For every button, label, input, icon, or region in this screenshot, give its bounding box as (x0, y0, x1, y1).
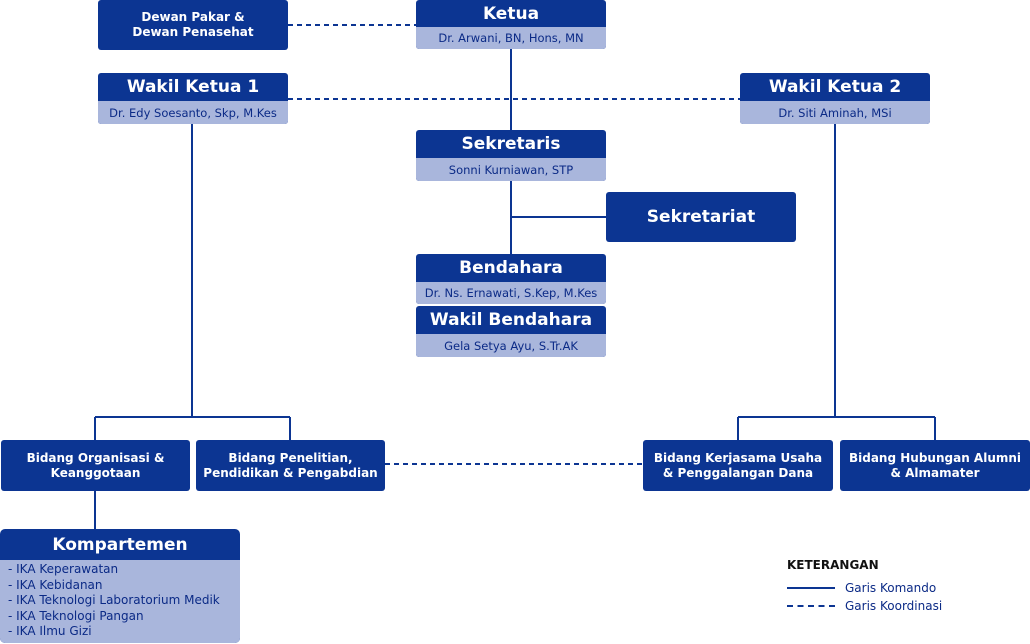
wakil1-name: Dr. Edy Soesanto, Skp, M.Kes (98, 101, 288, 124)
sekretariat-box: Sekretariat (606, 192, 796, 242)
kompartemen-item: - IKA Ilmu Gizi (8, 624, 92, 639)
bidang-penelitian-box: Bidang Penelitian, Pendidikan & Pengabdi… (196, 440, 385, 491)
solid-line-swatch (787, 587, 835, 589)
bidang-4-line2: & Almamater (890, 465, 980, 480)
kompartemen-item: - IKA Teknologi Pangan (8, 608, 144, 623)
dewan-box: Dewan Pakar & Dewan Penasehat (98, 0, 288, 50)
bidang-1-line2: Keanggotaan (50, 465, 141, 480)
bendahara-box: Bendahara Dr. Ns. Ernawati, S.Kep, M.Kes (416, 254, 606, 304)
kompartemen-list: - IKA Keperawatan - IKA Kebidanan - IKA … (0, 560, 240, 643)
bidang-2-line2: Pendidikan & Pengabdian (203, 465, 378, 480)
wakil1-title: Wakil Ketua 1 (126, 77, 260, 97)
wakil1-box: Wakil Ketua 1 Dr. Edy Soesanto, Skp, M.K… (98, 73, 288, 124)
kompartemen-item: - IKA Keperawatan (8, 562, 119, 576)
wakil-bendahara-box: Wakil Bendahara Gela Setya Ayu, S.Tr.AK (416, 306, 606, 357)
bidang-organisasi-box: Bidang Organisasi & Keanggotaan (1, 440, 190, 491)
legend-komando-label: Garis Komando (845, 581, 937, 595)
kompartemen-item: - IKA Teknologi Laboratorium Medik (8, 593, 220, 608)
bendahara-title: Bendahara (459, 258, 563, 278)
wakil-bendahara-title: Wakil Bendahara (429, 310, 593, 330)
bidang-3-line1: Bidang Kerjasama Usaha (653, 450, 823, 465)
wakil2-name: Dr. Siti Aminah, MSi (740, 101, 930, 124)
kompartemen-title: Kompartemen (52, 534, 188, 555)
legend-koordinasi: Garis Koordinasi (787, 599, 942, 613)
wakil-bendahara-name: Gela Setya Ayu, S.Tr.AK (416, 334, 606, 357)
dewan-line2: Dewan Penasehat (132, 25, 254, 39)
dashed-line-swatch (787, 605, 835, 607)
sekretaris-box: Sekretaris Sonni Kurniawan, STP (416, 130, 606, 181)
bidang-alumni-box: Bidang Hubungan Alumni & Almamater (840, 440, 1030, 491)
ketua-box: Ketua Dr. Arwani, BN, Hons, MN (416, 0, 606, 49)
legend-title: KETERANGAN (787, 558, 879, 572)
sekretaris-name: Sonni Kurniawan, STP (416, 158, 606, 181)
dewan-line1: Dewan Pakar & (141, 10, 245, 24)
bidang-1-line1: Bidang Organisasi & (26, 450, 165, 465)
bidang-2-line1: Bidang Penelitian, (228, 450, 353, 465)
wakil2-box: Wakil Ketua 2 Dr. Siti Aminah, MSi (740, 73, 930, 124)
ketua-title: Ketua (482, 3, 540, 24)
bidang-4-line1: Bidang Hubungan Alumni (848, 450, 1022, 465)
sekretaris-title: Sekretaris (461, 134, 561, 154)
bendahara-name: Dr. Ns. Ernawati, S.Kep, M.Kes (416, 282, 606, 304)
kompartemen-item: - IKA Kebidanan (8, 577, 103, 592)
legend-komando: Garis Komando (787, 581, 936, 595)
wakil2-title: Wakil Ketua 2 (768, 77, 902, 97)
sekretariat-title: Sekretariat (646, 207, 756, 227)
bidang-3-line2: & Penggalangan Dana (662, 465, 814, 480)
bidang-kerjasama-box: Bidang Kerjasama Usaha & Penggalangan Da… (643, 440, 833, 491)
kompartemen-box: Kompartemen - IKA Keperawatan - IKA Kebi… (0, 529, 240, 643)
legend-koordinasi-label: Garis Koordinasi (845, 599, 943, 613)
ketua-name: Dr. Arwani, BN, Hons, MN (416, 27, 606, 49)
